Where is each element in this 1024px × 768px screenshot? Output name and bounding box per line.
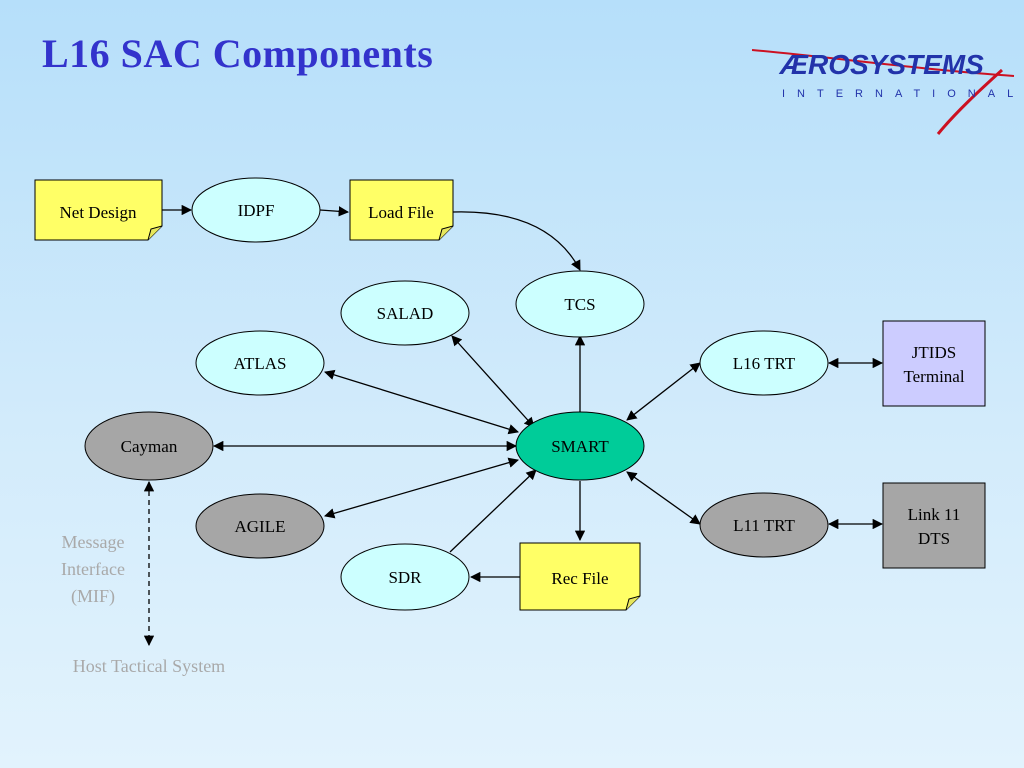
agile-label: AGILE (235, 517, 286, 536)
jtids-label-line1: JTIDS (912, 343, 956, 362)
node-salad: SALAD (340, 280, 470, 346)
arrow-smart-salad (451, 335, 535, 428)
mif-label-line3: (MIF) (71, 586, 115, 607)
rec-file-label: Rec File (551, 569, 608, 588)
smart-label: SMART (551, 437, 609, 456)
arrow-sdr-smart (449, 469, 537, 553)
net-design-label: Net Design (60, 203, 137, 222)
l16-trt-label: L16 TRT (733, 354, 796, 373)
salad-label: SALAD (377, 304, 434, 323)
load-file-label: Load File (368, 203, 434, 222)
node-sdr: SDR (340, 543, 470, 611)
link11-label-line1: Link 11 (908, 505, 961, 524)
node-jtids-terminal: JTIDS Terminal (882, 320, 986, 407)
node-atlas: ATLAS (195, 330, 325, 396)
node-l16-trt: L16 TRT (699, 330, 829, 396)
tcs-label: TCS (564, 295, 595, 314)
node-cayman: Cayman (84, 411, 214, 481)
jtids-label-line2: Terminal (903, 367, 964, 386)
arrow-smart-l16trt (626, 362, 701, 421)
mif-label-line2: Interface (61, 559, 125, 579)
atlas-label: ATLAS (234, 354, 287, 373)
cayman-label: Cayman (121, 437, 178, 456)
logo-name: ÆROSYSTEMS (778, 49, 984, 80)
arrow-smart-atlas (324, 369, 519, 435)
node-smart: SMART (515, 411, 645, 481)
arrow-smart-agile (324, 457, 519, 519)
node-l11-trt: L11 TRT (699, 492, 829, 558)
arrow-smart-l11trt (626, 471, 701, 525)
l11-trt-label: L11 TRT (733, 516, 795, 535)
node-agile: AGILE (195, 493, 325, 559)
arrow-loadfile-tcs (452, 211, 581, 271)
arrow-idpf-loadfile (319, 206, 350, 217)
idpf-label: IDPF (238, 201, 275, 220)
logo-tagline: INTERNATIONAL (782, 88, 1022, 100)
node-rec-file: Rec File (519, 542, 641, 611)
mif-label-line1: Message (62, 532, 125, 552)
link11-label-line2: DTS (918, 529, 950, 548)
host-tactical-system-label: Host Tactical System (73, 656, 225, 676)
sdr-label: SDR (388, 568, 422, 587)
slide-title: L16 SAC Components (42, 31, 434, 76)
node-tcs: TCS (515, 270, 645, 338)
node-link11-dts: Link 11 DTS (882, 482, 986, 569)
aerosystems-logo: ÆROSYSTEMS INTERNATIONAL (752, 49, 1022, 135)
node-idpf: IDPF (191, 177, 321, 243)
node-net-design: Net Design (34, 179, 163, 241)
node-load-file: Load File (349, 179, 454, 241)
